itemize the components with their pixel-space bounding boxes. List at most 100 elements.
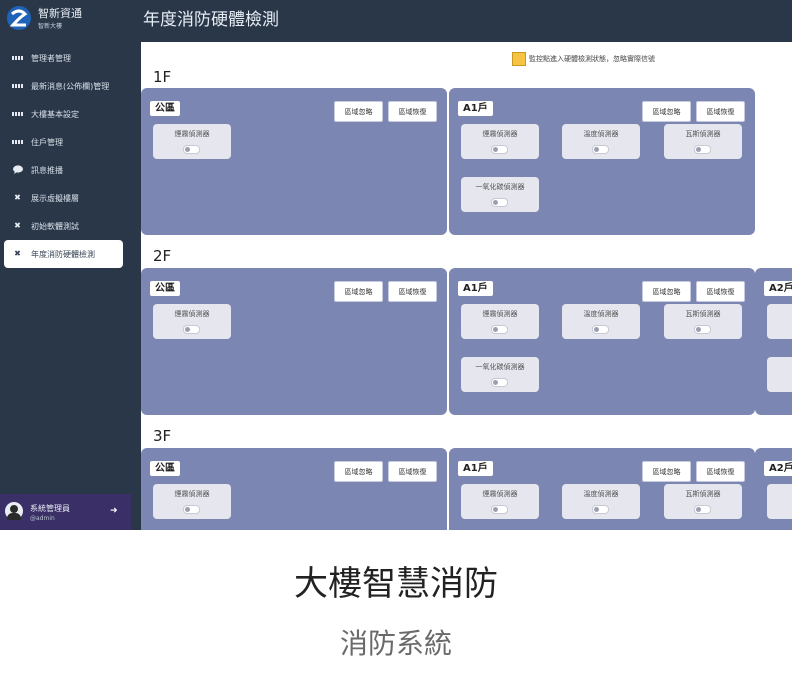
sensor-toggle[interactable] xyxy=(694,505,711,514)
sensor-card: 一氧 xyxy=(767,357,792,392)
sensor-name: 煙霧偵測器 xyxy=(482,490,518,498)
area-name: A2戶 xyxy=(764,461,792,476)
sensor-toggle[interactable] xyxy=(592,145,609,154)
sidebar-item-label: 展示虛擬樓層 xyxy=(31,194,79,203)
sensor-name: 瓦斯偵測器 xyxy=(685,130,721,138)
sidebar-item-push-messages[interactable]: 訊息推播 xyxy=(0,156,131,184)
area-restore-button[interactable]: 區域恢復 xyxy=(696,101,745,122)
sensor-card: 煙 xyxy=(767,304,792,339)
sidebar-item-virtual-floor[interactable]: ✖ 展示虛擬樓層 xyxy=(0,184,131,212)
area-restore-button[interactable]: 區域恢復 xyxy=(696,461,745,482)
sensor-name: 溫度偵測器 xyxy=(583,490,619,498)
app-window: 智新資通 智新大樓 管理者管理 最新消息(公佈欄)管理 大樓基本設定 住戶管理 xyxy=(0,0,792,530)
area-name: 公區 xyxy=(150,281,180,296)
area-ignore-button[interactable]: 區域忽略 xyxy=(642,101,691,122)
sidebar-item-label: 訊息推播 xyxy=(31,166,63,175)
main-content: 監控點進入硬體檢測狀態，忽略實際信號 1F 公區 區域忽略 區域恢復 煙霧偵測器… xyxy=(141,42,792,530)
sensor-name: 瓦斯偵測器 xyxy=(685,490,721,498)
sensor-toggle[interactable] xyxy=(694,145,711,154)
sensor-card: 瓦斯偵測器 xyxy=(664,484,742,519)
sensor-card: 煙霧偵測器 xyxy=(461,484,539,519)
sensor-name: 煙 xyxy=(767,309,792,319)
legend-text: 監控點進入硬體檢測狀態，忽略實際信號 xyxy=(529,55,655,63)
area-panel: 公區 區域忽略 區域恢復 煙霧偵測器 xyxy=(141,448,447,530)
sensor-card: 煙霧偵測器 xyxy=(153,124,231,159)
grid-icon xyxy=(12,108,23,119)
caption-subtitle: 消防系統 xyxy=(339,627,452,660)
sensor-card: 煙霧偵測器 xyxy=(461,124,539,159)
sensor-toggle[interactable] xyxy=(491,505,508,514)
sidebar-item-label: 初始軟體測試 xyxy=(31,222,79,231)
logout-icon[interactable]: ➜ xyxy=(110,506,118,516)
sensor-toggle[interactable] xyxy=(491,378,508,387)
sensor-toggle[interactable] xyxy=(694,325,711,334)
area-ignore-button[interactable]: 區域忽略 xyxy=(642,461,691,482)
brand-title: 智新資通 xyxy=(38,7,82,20)
tools-icon: ✖ xyxy=(14,249,21,258)
area-restore-button[interactable]: 區域恢復 xyxy=(388,281,437,302)
sensor-name: 煙霧偵測器 xyxy=(482,310,518,318)
sensor-name: 煙霧偵測器 xyxy=(174,310,210,318)
area-restore-button[interactable]: 區域恢復 xyxy=(388,461,437,482)
sidebar-menu: 管理者管理 最新消息(公佈欄)管理 大樓基本設定 住戶管理 訊息推播 xyxy=(0,44,131,268)
sensor-card: 煙 xyxy=(767,484,792,519)
sensor-card: 一氧化碳偵測器 xyxy=(461,357,539,392)
sensor-toggle[interactable] xyxy=(183,325,200,334)
sensor-toggle[interactable] xyxy=(491,145,508,154)
sensor-name: 一氧化碳偵測器 xyxy=(475,363,525,371)
area-panel: A2戶 煙 一氧 xyxy=(755,268,792,415)
sensor-name: 溫度偵測器 xyxy=(583,310,619,318)
sensor-name: 煙霧偵測器 xyxy=(482,130,518,138)
sensor-toggle[interactable] xyxy=(491,325,508,334)
floor-label: 3F xyxy=(153,427,172,445)
sensor-name: 煙 xyxy=(767,489,792,499)
sidebar: 智新資通 智新大樓 管理者管理 最新消息(公佈欄)管理 大樓基本設定 住戶管理 xyxy=(0,0,131,530)
sensor-name: 溫度偵測器 xyxy=(583,130,619,138)
grid-icon xyxy=(12,52,23,63)
sensor-card: 溫度偵測器 xyxy=(562,484,640,519)
area-ignore-button[interactable]: 區域忽略 xyxy=(334,461,383,482)
sensor-name: 一氧 xyxy=(767,362,792,372)
area-panel: A1戶 區域忽略 區域恢復 煙霧偵測器 溫度偵測器 瓦斯偵測器 xyxy=(449,448,755,530)
sensor-toggle[interactable] xyxy=(183,505,200,514)
area-restore-button[interactable]: 區域恢復 xyxy=(696,281,745,302)
sensor-toggle[interactable] xyxy=(592,325,609,334)
sensor-toggle[interactable] xyxy=(592,505,609,514)
sidebar-item-admin-management[interactable]: 管理者管理 xyxy=(0,44,131,72)
area-ignore-button[interactable]: 區域忽略 xyxy=(334,281,383,302)
area-panel: A2戶 煙 xyxy=(755,448,792,530)
sidebar-item-building-settings[interactable]: 大樓基本設定 xyxy=(0,100,131,128)
page-title: 年度消防硬體檢測 xyxy=(143,10,279,30)
sensor-toggle[interactable] xyxy=(491,198,508,207)
user-id: @admin xyxy=(30,515,55,522)
area-ignore-button[interactable]: 區域忽略 xyxy=(642,281,691,302)
sensor-card: 煙霧偵測器 xyxy=(461,304,539,339)
sensor-card: 一氧化碳偵測器 xyxy=(461,177,539,212)
area-restore-button[interactable]: 區域恢復 xyxy=(388,101,437,122)
grid-icon xyxy=(12,136,23,147)
legend: 監控點進入硬體檢測狀態，忽略實際信號 xyxy=(512,52,655,66)
sidebar-item-annual-fire-inspection[interactable]: ✖ 年度消防硬體檢測 xyxy=(4,240,123,268)
tools-icon: ✖ xyxy=(14,193,21,202)
sidebar-item-label: 年度消防硬體檢測 xyxy=(31,250,95,259)
brand[interactable]: 智新資通 智新大樓 xyxy=(0,0,131,36)
floor-label: 2F xyxy=(153,247,172,265)
sidebar-item-resident-management[interactable]: 住戶管理 xyxy=(0,128,131,156)
sensor-card: 瓦斯偵測器 xyxy=(664,304,742,339)
sensor-name: 煙霧偵測器 xyxy=(174,490,210,498)
sensor-card: 煙霧偵測器 xyxy=(153,484,231,519)
sensor-name: 煙霧偵測器 xyxy=(174,130,210,138)
area-name: A1戶 xyxy=(458,461,493,476)
caption-title: 大樓智慧消防 xyxy=(294,564,498,604)
area-ignore-button[interactable]: 區域忽略 xyxy=(334,101,383,122)
user-name: 系統管理員 xyxy=(30,504,70,513)
sidebar-item-software-test[interactable]: ✖ 初始軟體測試 xyxy=(0,212,131,240)
avatar xyxy=(5,502,23,520)
area-panel: A1戶 區域忽略 區域恢復 煙霧偵測器 溫度偵測器 瓦斯偵測器 一氧化碳偵測器 xyxy=(449,88,755,235)
sensor-card: 煙霧偵測器 xyxy=(153,304,231,339)
sensor-toggle[interactable] xyxy=(183,145,200,154)
chat-icon xyxy=(12,164,23,175)
area-panel: A1戶 區域忽略 區域恢復 煙霧偵測器 溫度偵測器 瓦斯偵測器 一氧化碳偵測器 xyxy=(449,268,755,415)
sidebar-item-news-management[interactable]: 最新消息(公佈欄)管理 xyxy=(0,72,131,100)
tools-icon: ✖ xyxy=(14,221,21,230)
